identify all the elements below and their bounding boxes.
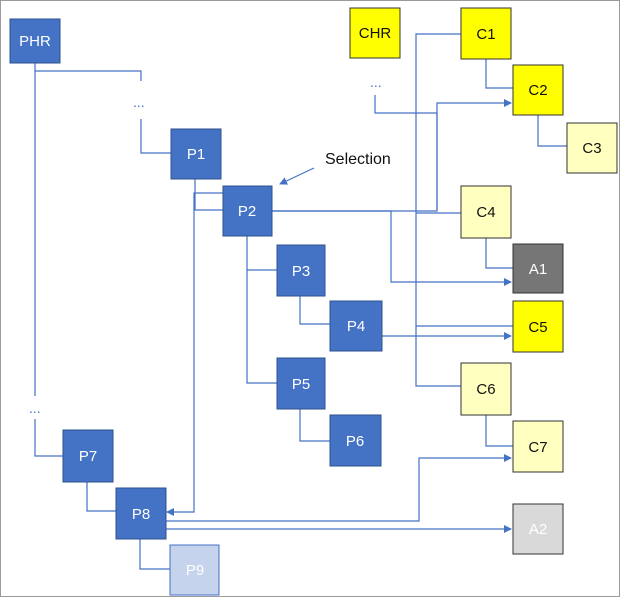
- node-p7[interactable]: P7: [62, 429, 114, 483]
- node-p8-label: P8: [132, 506, 150, 523]
- ellipsis-phr-to-p1: ...: [133, 94, 145, 110]
- node-p6-label: P6: [346, 433, 364, 450]
- node-c5[interactable]: C5: [512, 300, 564, 353]
- connector-p7-to-p8: [86, 482, 116, 512]
- connector-lines: [34, 33, 567, 570]
- node-a2[interactable]: A2: [512, 503, 564, 555]
- node-p9[interactable]: P9: [169, 544, 220, 596]
- connector-p8-to-p9: [139, 539, 170, 570]
- node-c3-label: C3: [582, 140, 601, 157]
- node-c1[interactable]: C1: [460, 7, 512, 60]
- node-p2[interactable]: P2: [222, 185, 273, 237]
- connector-phr-to-p1-ellipsis: [34, 63, 142, 81]
- node-phr[interactable]: PHR: [9, 18, 61, 64]
- node-phr-label: PHR: [19, 33, 51, 50]
- node-p3-label: P3: [292, 263, 310, 280]
- node-c2-label: C2: [528, 82, 547, 99]
- node-c7[interactable]: C7: [512, 420, 564, 473]
- node-p2-label: P2: [238, 203, 256, 220]
- connector-p1-to-p2: [194, 179, 223, 211]
- node-a1[interactable]: A1: [512, 243, 564, 294]
- link-p2-to-a1: [272, 210, 512, 286]
- node-chr-label: CHR: [359, 25, 392, 42]
- selection-annotation: Selection: [325, 151, 391, 168]
- link-p8-to-c7: [166, 454, 512, 522]
- node-c3[interactable]: C3: [566, 122, 618, 174]
- connector-c1-to-c6: [415, 33, 461, 387]
- connector-p2-to-p5: [246, 270, 277, 384]
- node-chr[interactable]: CHR: [349, 7, 401, 59]
- connector-p5-to-p6: [299, 409, 330, 442]
- node-c1-label: C1: [476, 26, 495, 43]
- ellipsis-phr-to-p7: ...: [29, 400, 41, 416]
- ellipsis-chr-down: ...: [370, 74, 382, 90]
- link-p2-to-p8: [166, 192, 223, 516]
- node-p7-label: P7: [79, 448, 97, 465]
- node-p1-label: P1: [187, 146, 205, 163]
- connector-c6-to-c7: [485, 415, 513, 447]
- node-a2-label: A2: [529, 521, 547, 538]
- node-p4[interactable]: P4: [329, 300, 383, 352]
- node-c4[interactable]: C4: [460, 185, 512, 239]
- node-p4-label: P4: [347, 318, 365, 335]
- node-c5-label: C5: [528, 319, 547, 336]
- node-p1[interactable]: P1: [170, 128, 222, 180]
- connector-c4-to-c5-area: [485, 238, 513, 269]
- node-p5[interactable]: P5: [276, 357, 326, 410]
- node-c6-label: C6: [476, 381, 495, 398]
- node-p8[interactable]: P8: [115, 487, 167, 540]
- connector-ellipsis-to-p1: [140, 119, 171, 154]
- node-c6[interactable]: C6: [460, 362, 512, 416]
- node-p3[interactable]: P3: [276, 244, 326, 297]
- node-c2[interactable]: C2: [512, 64, 564, 116]
- connector-p3-to-p4: [299, 296, 330, 325]
- node-p6[interactable]: P6: [329, 414, 382, 467]
- node-c7-label: C7: [528, 439, 547, 456]
- connector-c2-to-c3: [537, 115, 567, 147]
- node-c4-label: C4: [476, 204, 495, 221]
- node-a1-label: A1: [529, 261, 547, 278]
- connector-ellipsis-to-p7: [34, 419, 63, 457]
- connector-p2-to-p3: [246, 236, 277, 271]
- selection-pointer-arrow: [279, 167, 315, 185]
- node-p5-label: P5: [292, 376, 310, 393]
- node-p9-label: P9: [186, 562, 204, 579]
- connector-c1-to-c2: [485, 59, 513, 89]
